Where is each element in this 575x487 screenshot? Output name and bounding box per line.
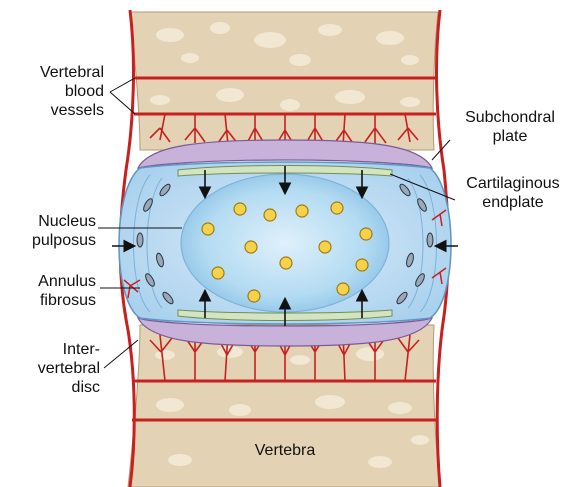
lower-vertebra bbox=[128, 325, 440, 487]
nucleus-pulposus bbox=[181, 174, 389, 312]
label-annulus-fibrosus: Annulus fibrosus bbox=[4, 272, 96, 310]
upper-vertebra bbox=[130, 12, 438, 150]
label-nucleus-pulposus: Nucleus pulposus bbox=[4, 212, 96, 250]
label-vertebral-blood-vessels: Vertebral blood vessels bbox=[4, 63, 104, 120]
label-vertebra: Vertebra bbox=[225, 441, 345, 460]
label-cartilaginous-endplate: Cartilaginous endplate bbox=[452, 174, 574, 212]
label-subchondral-plate: Subchondral plate bbox=[450, 108, 570, 146]
label-intervertebral-disc: Inter- vertebral disc bbox=[4, 340, 100, 397]
